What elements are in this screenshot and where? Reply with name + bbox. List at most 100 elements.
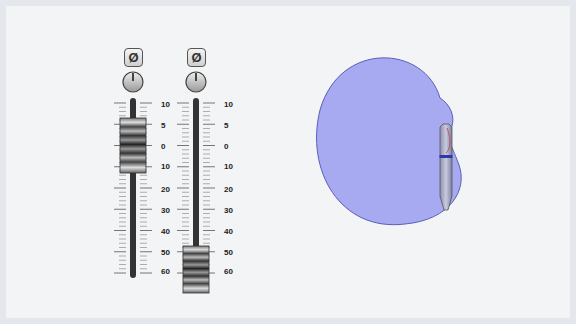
knob-pointer [195, 73, 197, 81]
scale-tick [140, 115, 147, 116]
scale-tick [140, 230, 152, 231]
scale-tick [203, 230, 215, 231]
scale-tick [177, 230, 189, 231]
scale-tick [140, 239, 147, 240]
scale-tick [203, 183, 210, 184]
scale-tick [182, 205, 189, 206]
scale-tick [114, 273, 126, 274]
scale-tick [119, 217, 126, 218]
scale-tick [203, 234, 210, 235]
scale-tick [203, 124, 215, 125]
scale-number: 10 [224, 101, 233, 109]
scale-tick [203, 239, 210, 240]
scale-tick [119, 200, 126, 201]
scale-tick [140, 264, 147, 265]
scale-tick [203, 158, 210, 159]
pan-knob [186, 72, 206, 92]
scale-tick [140, 260, 147, 261]
scale-tick [119, 196, 126, 197]
scale-tick [182, 222, 189, 223]
scale-number: 10 [161, 163, 170, 171]
scale-tick [140, 107, 147, 108]
scale-tick [119, 179, 126, 180]
scale-tick [119, 107, 126, 108]
scale-number: 40 [161, 228, 170, 236]
scale-number: 20 [224, 186, 233, 194]
scale-tick [203, 111, 210, 112]
scale-tick [119, 183, 126, 184]
scale-number: 60 [224, 268, 233, 276]
scale-tick [140, 200, 147, 201]
scale-tick [114, 209, 126, 210]
scale-tick [182, 179, 189, 180]
scale-tick [140, 222, 147, 223]
scale-tick [203, 145, 215, 146]
scale-tick [119, 115, 126, 116]
scale-number: 30 [161, 207, 170, 215]
polarity-button: Ø [124, 48, 143, 67]
scale-tick [203, 217, 210, 218]
scale-tick [203, 200, 210, 201]
scale-tick [140, 205, 147, 206]
polar-pattern [317, 58, 462, 225]
scale-tick [114, 103, 126, 104]
scale-tick [119, 234, 126, 235]
scale-number: 40 [224, 228, 233, 236]
scale-tick [203, 222, 210, 223]
knob-pointer [132, 73, 134, 81]
scale-tick [140, 209, 152, 210]
scale-tick [203, 192, 210, 193]
scale-tick [182, 132, 189, 133]
scale-tick [182, 183, 189, 184]
scale-number: 10 [224, 163, 233, 171]
scale-tick [119, 111, 126, 112]
scale-tick [182, 213, 189, 214]
scale-tick [203, 149, 210, 150]
mic-band [440, 155, 453, 158]
scale-tick [182, 120, 189, 121]
scale-tick [203, 205, 210, 206]
scale-tick [119, 175, 126, 176]
scale-tick [114, 188, 126, 189]
polarity-symbol: Ø [191, 51, 201, 64]
scale-tick [119, 222, 126, 223]
scale-tick [182, 243, 189, 244]
scale-tick [177, 145, 189, 146]
scale-number: 20 [161, 186, 170, 194]
scale-tick [140, 175, 147, 176]
mic-line [446, 128, 450, 153]
scale-number: 50 [161, 249, 170, 257]
fader-cap [120, 118, 146, 173]
scale-tick [140, 268, 147, 269]
scale-tick [119, 226, 126, 227]
scale-tick [140, 256, 147, 257]
scale-tick [203, 132, 210, 133]
scale-tick [177, 103, 189, 104]
fader-group [114, 72, 215, 293]
scale-tick [140, 213, 147, 214]
scale-tick [182, 154, 189, 155]
microphone [440, 124, 453, 210]
scale-tick [140, 226, 147, 227]
scale-number: 30 [224, 207, 233, 215]
scale-tick [182, 141, 189, 142]
scale-tick [182, 171, 189, 172]
scale-number: 5 [224, 122, 228, 130]
scale-number: 0 [161, 143, 165, 151]
scale-tick [203, 128, 210, 129]
scale-tick [114, 251, 126, 252]
scale-tick [140, 179, 147, 180]
scale-tick [203, 188, 215, 189]
scale-tick [203, 137, 210, 138]
mic-body [440, 124, 452, 210]
scale-tick [119, 213, 126, 214]
scale-tick [119, 247, 126, 248]
scale-tick [203, 196, 210, 197]
polarity-button: Ø [187, 48, 206, 67]
pan-knob [123, 72, 143, 92]
scale-tick [203, 226, 210, 227]
scale-tick [182, 162, 189, 163]
scale-tick [140, 192, 147, 193]
scale-tick [119, 256, 126, 257]
scale-tick [182, 158, 189, 159]
